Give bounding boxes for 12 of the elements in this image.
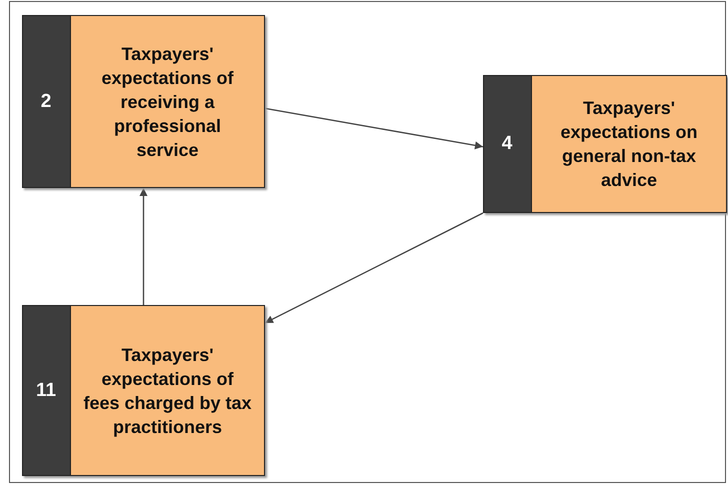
process-box <box>483 75 727 213</box>
arrow <box>264 212 484 324</box>
step-number: 2 <box>40 90 52 112</box>
process-box <box>22 305 265 476</box>
box-label: Taxpayers' expectations on general non-tax advice <box>531 76 726 212</box>
arrow <box>264 108 484 150</box>
step-number: 4 <box>500 133 514 155</box>
box-label: Taxpayers' expectations of fees charged by tax practitioners <box>70 306 264 475</box>
box-label: Taxpayers' expectations of receiving a professional service <box>70 16 264 187</box>
arrow <box>140 188 148 305</box>
step-number: 11 <box>34 380 58 402</box>
process-box <box>22 15 265 188</box>
